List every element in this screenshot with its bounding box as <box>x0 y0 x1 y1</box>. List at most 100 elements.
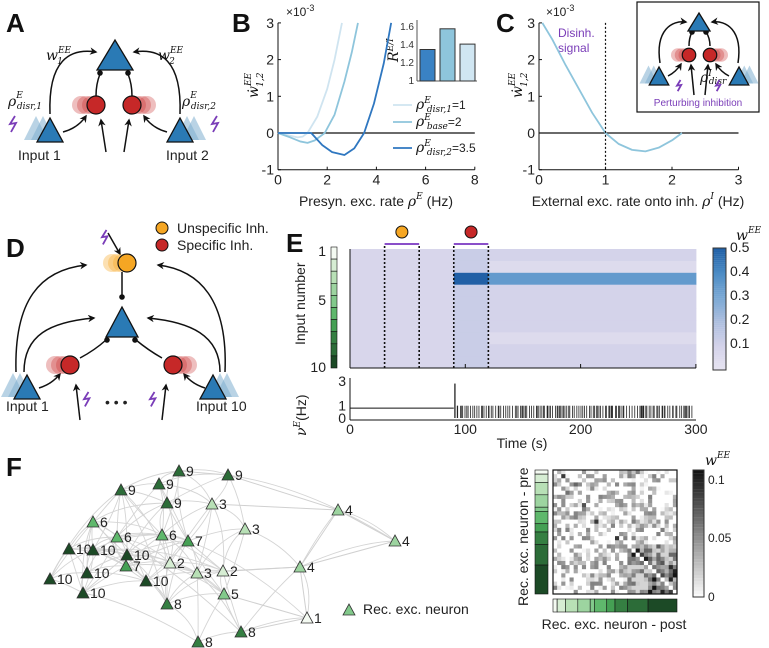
f-colorbar-segment <box>693 489 704 493</box>
excitatory-neuron-triangle-icon <box>198 373 228 400</box>
colorbar-segment <box>713 300 726 303</box>
inhibitory-neuron-icon <box>681 47 697 63</box>
matrix-cell <box>553 523 558 529</box>
matrix-cell <box>594 573 599 578</box>
matrix-cell <box>623 494 628 500</box>
matrix-cell <box>619 589 624 595</box>
post-group-color-cell <box>647 598 678 613</box>
matrix-cell <box>623 544 628 549</box>
excitatory-connection-arrow <box>156 261 226 373</box>
network-edge <box>49 489 122 580</box>
matrix-cell <box>569 589 574 595</box>
matrix-cell <box>648 548 653 553</box>
network-edge <box>196 572 199 643</box>
network-edge <box>120 489 168 605</box>
matrix-cell <box>615 548 620 553</box>
legend-value: =1 <box>452 98 466 112</box>
heatmap-cell <box>488 308 697 321</box>
matrix-cell <box>664 560 670 566</box>
matrix-cell <box>602 486 608 491</box>
y-tick-label: -1 <box>523 162 536 178</box>
panel-label-e: E <box>286 228 303 258</box>
matrix-cell <box>672 573 678 578</box>
matrix-cell <box>557 503 562 508</box>
lightning-bolt-icon <box>210 115 220 133</box>
matrix-cell <box>635 490 641 496</box>
matrix-cell <box>627 569 632 574</box>
network-edge <box>126 540 189 556</box>
matrix-cell <box>610 511 616 516</box>
matrix-cell <box>627 523 632 529</box>
f-colorbar-segment <box>693 543 704 547</box>
y-tick-label: 1 <box>318 243 326 259</box>
lightning-bolt-icon <box>148 391 158 407</box>
matrix-cell <box>590 478 595 483</box>
matrix-cell <box>590 523 595 529</box>
matrix-cell <box>623 470 628 475</box>
matrix-cell <box>581 536 587 541</box>
panel-label-d: D <box>6 233 25 263</box>
matrix-cell <box>606 577 612 582</box>
matrix-cell <box>619 490 624 496</box>
matrix-cell <box>565 486 570 491</box>
matrix-cell <box>652 540 657 545</box>
matrix-cell <box>660 490 665 496</box>
network-node-label: 2 <box>230 563 238 579</box>
inset-y-tick-label: 1.4 <box>400 40 414 51</box>
matrix-cell <box>569 577 574 582</box>
matrix-cell <box>606 573 612 578</box>
matrix-cell <box>577 482 583 487</box>
matrix-cell <box>553 577 558 582</box>
matrix-cell <box>656 589 661 595</box>
matrix-cell <box>643 540 649 545</box>
pre-group-color-cell <box>534 469 549 475</box>
matrix-cell <box>623 511 628 516</box>
matrix-cell <box>569 556 574 562</box>
network-node-triangle-icon <box>300 611 314 624</box>
matrix-cell <box>635 515 641 520</box>
matrix-cell <box>610 589 616 595</box>
matrix-cell <box>643 536 649 541</box>
lightning-bolt-icon <box>8 115 18 133</box>
f-colorbar-segment <box>693 492 704 496</box>
matrix-cell <box>668 569 674 574</box>
matrix-cell <box>619 540 624 545</box>
f-colorbar-segment <box>693 552 704 556</box>
matrix-cell <box>652 560 657 566</box>
matrix-cell <box>668 474 674 479</box>
network-node-label: 9 <box>128 482 136 498</box>
matrix-cell <box>610 494 616 500</box>
f-colorbar-segment <box>693 565 704 569</box>
matrix-cell <box>557 556 562 562</box>
colorbar-segment <box>713 347 726 350</box>
matrix-cell <box>606 552 612 558</box>
matrix-cell <box>573 552 579 558</box>
matrix-cell <box>598 581 603 587</box>
colorbar-segment <box>713 276 726 279</box>
matrix-cell <box>619 532 624 537</box>
colorbar-segment <box>713 278 726 281</box>
network-node-triangle-icon <box>43 572 57 585</box>
matrix-cell <box>606 515 612 520</box>
matrix-cell <box>553 552 558 558</box>
matrix-cell <box>627 581 632 587</box>
matrix-cell <box>606 548 612 553</box>
matrix-cell <box>615 511 620 516</box>
matrix-cell <box>623 556 628 562</box>
matrix-cell <box>635 565 641 570</box>
matrix-cell <box>606 519 612 525</box>
matrix-cell <box>660 560 665 566</box>
input-10-label: Input 10 <box>196 398 247 414</box>
matrix-cell <box>648 573 653 578</box>
network-node-triangle-icon <box>172 464 186 477</box>
matrix-cell <box>664 494 670 500</box>
matrix-cell <box>660 482 665 487</box>
f-colorbar-segment <box>693 495 704 499</box>
matrix-cell <box>623 548 628 553</box>
matrix-cell <box>627 536 632 541</box>
matrix-cell <box>565 581 570 587</box>
matrix-cell <box>561 486 566 491</box>
network-edge <box>92 548 224 572</box>
network-edge <box>161 534 224 572</box>
